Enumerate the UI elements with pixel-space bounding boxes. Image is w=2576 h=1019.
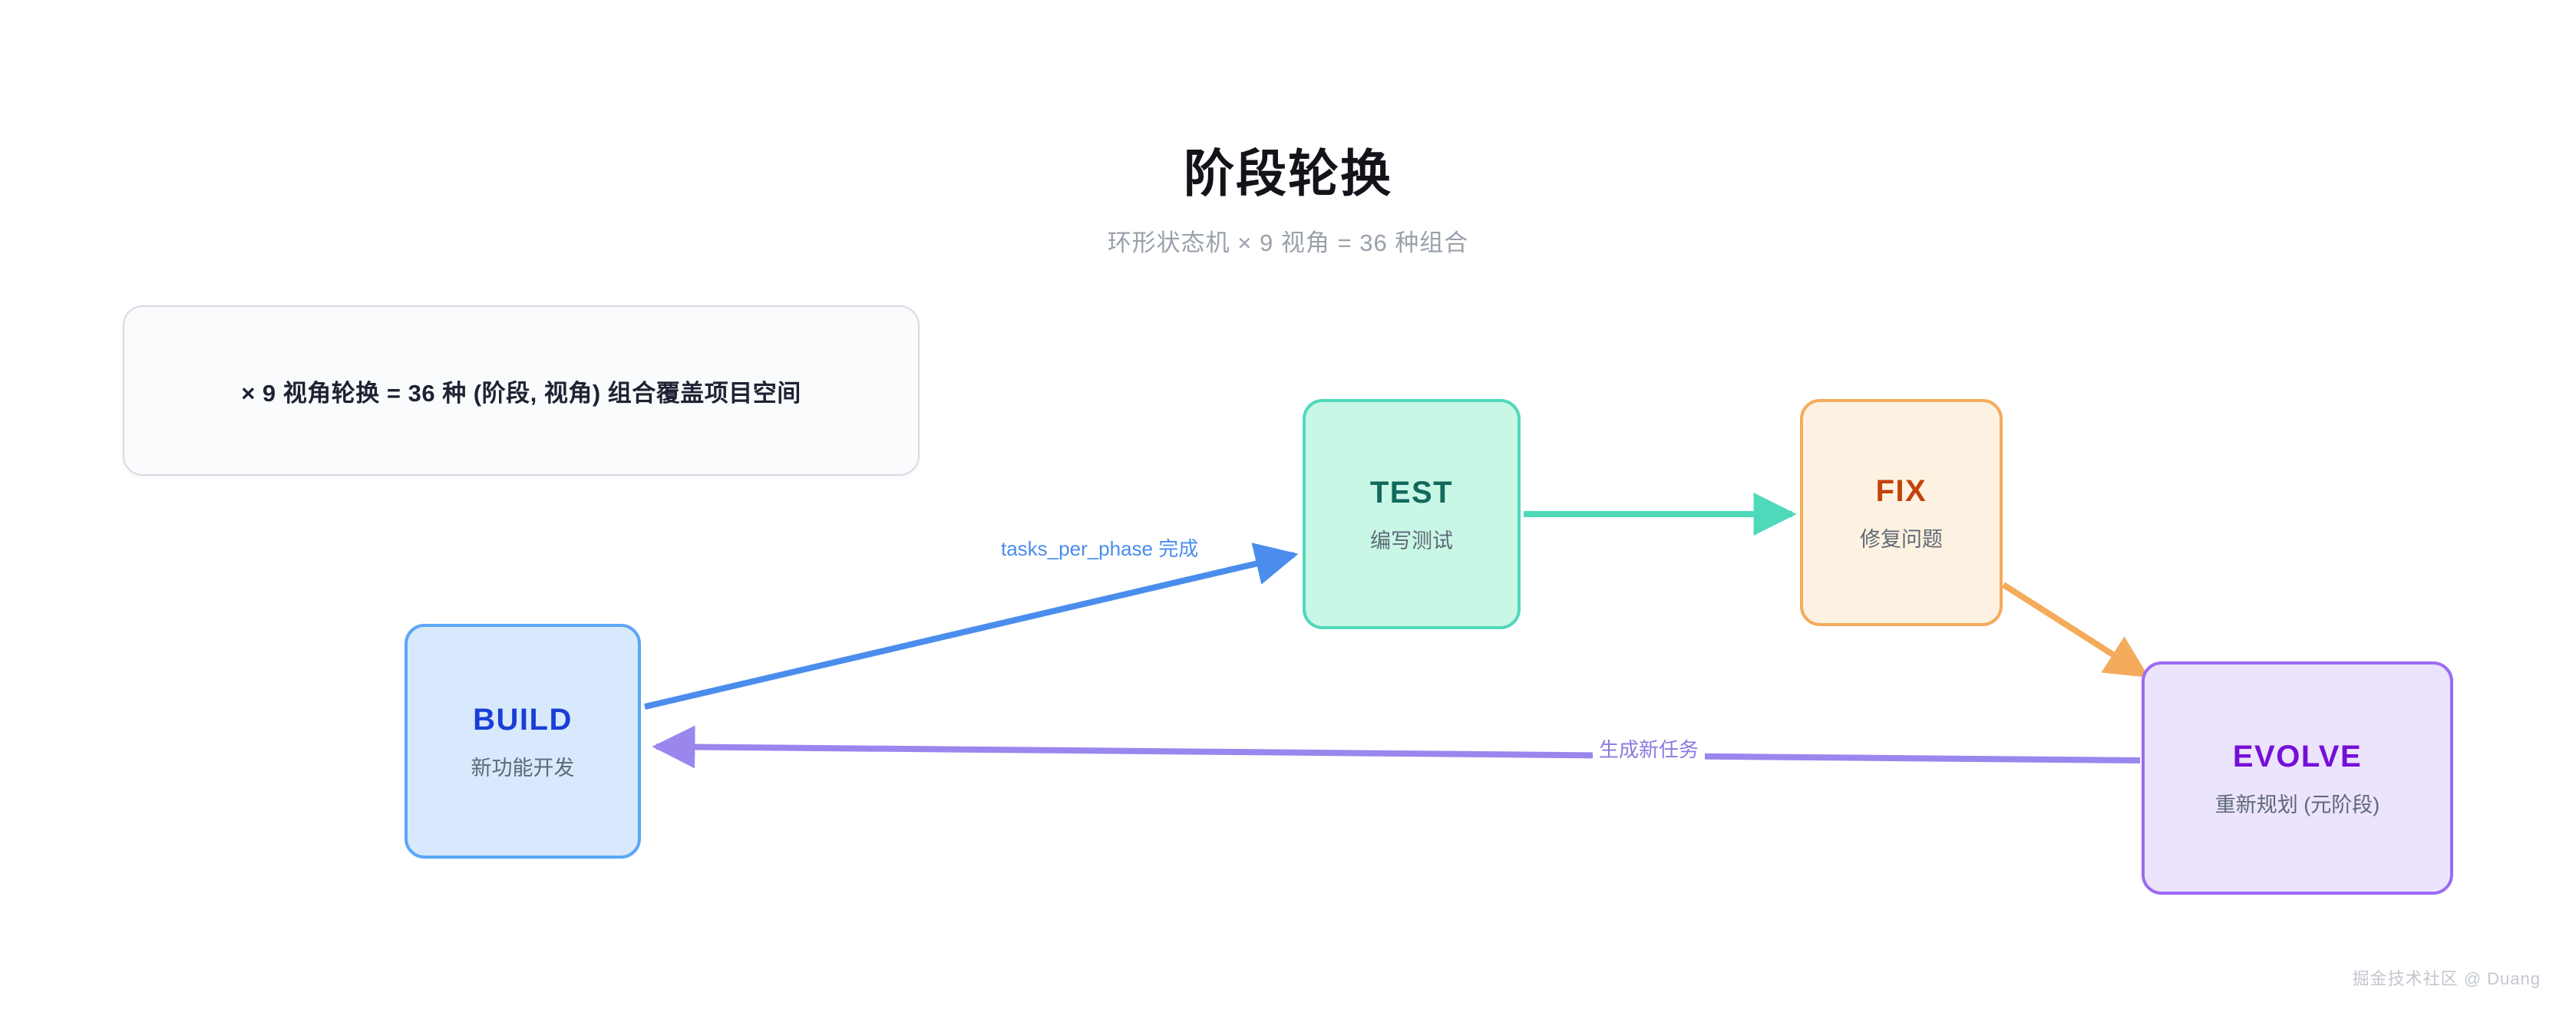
diagram-header: 阶段轮换 环形状态机 × 9 视角 = 36 种组合 [0, 146, 2576, 258]
node-build-subtitle: 新功能开发 [471, 756, 575, 780]
edge-fix-to-evolve [2001, 582, 2149, 678]
node-fix-title: FIX [1875, 473, 1927, 508]
note-box: × 9 视角轮换 = 36 种 (阶段, 视角) 组合覆盖项目空间 [123, 305, 920, 476]
node-test-subtitle: 编写测试 [1370, 529, 1453, 552]
page-title: 阶段轮换 [1184, 145, 1392, 202]
node-fix-subtitle: 修复问题 [1860, 527, 1943, 551]
edge-label-evolve-to-build: 生成新任务 [1593, 737, 1706, 763]
node-evolve[interactable]: EVOLVE 重新规划 (元阶段) [2142, 661, 2453, 895]
node-fix[interactable]: FIX 修复问题 [1800, 399, 2003, 626]
note-box-text: × 9 视角轮换 = 36 种 (阶段, 视角) 组合覆盖项目空间 [241, 379, 801, 407]
watermark: 掘金技术社区 @ Duang [2352, 969, 2541, 988]
edge-label-build-to-test: tasks_per_phase 完成 [995, 536, 1205, 562]
node-test[interactable]: TEST 编写测试 [1303, 399, 1521, 629]
edge-build-to-test [644, 542, 1299, 710]
node-evolve-title: EVOLVE [2232, 739, 2363, 773]
node-test-title: TEST [1369, 475, 1454, 510]
node-build-title: BUILD [473, 702, 573, 737]
node-build[interactable]: BUILD 新功能开发 [405, 624, 641, 859]
node-evolve-subtitle: 重新规划 (元阶段) [2214, 793, 2380, 816]
edge-evolve-to-build [652, 725, 2141, 769]
page-subtitle: 环形状态机 × 9 视角 = 36 种组合 [1107, 229, 1469, 256]
